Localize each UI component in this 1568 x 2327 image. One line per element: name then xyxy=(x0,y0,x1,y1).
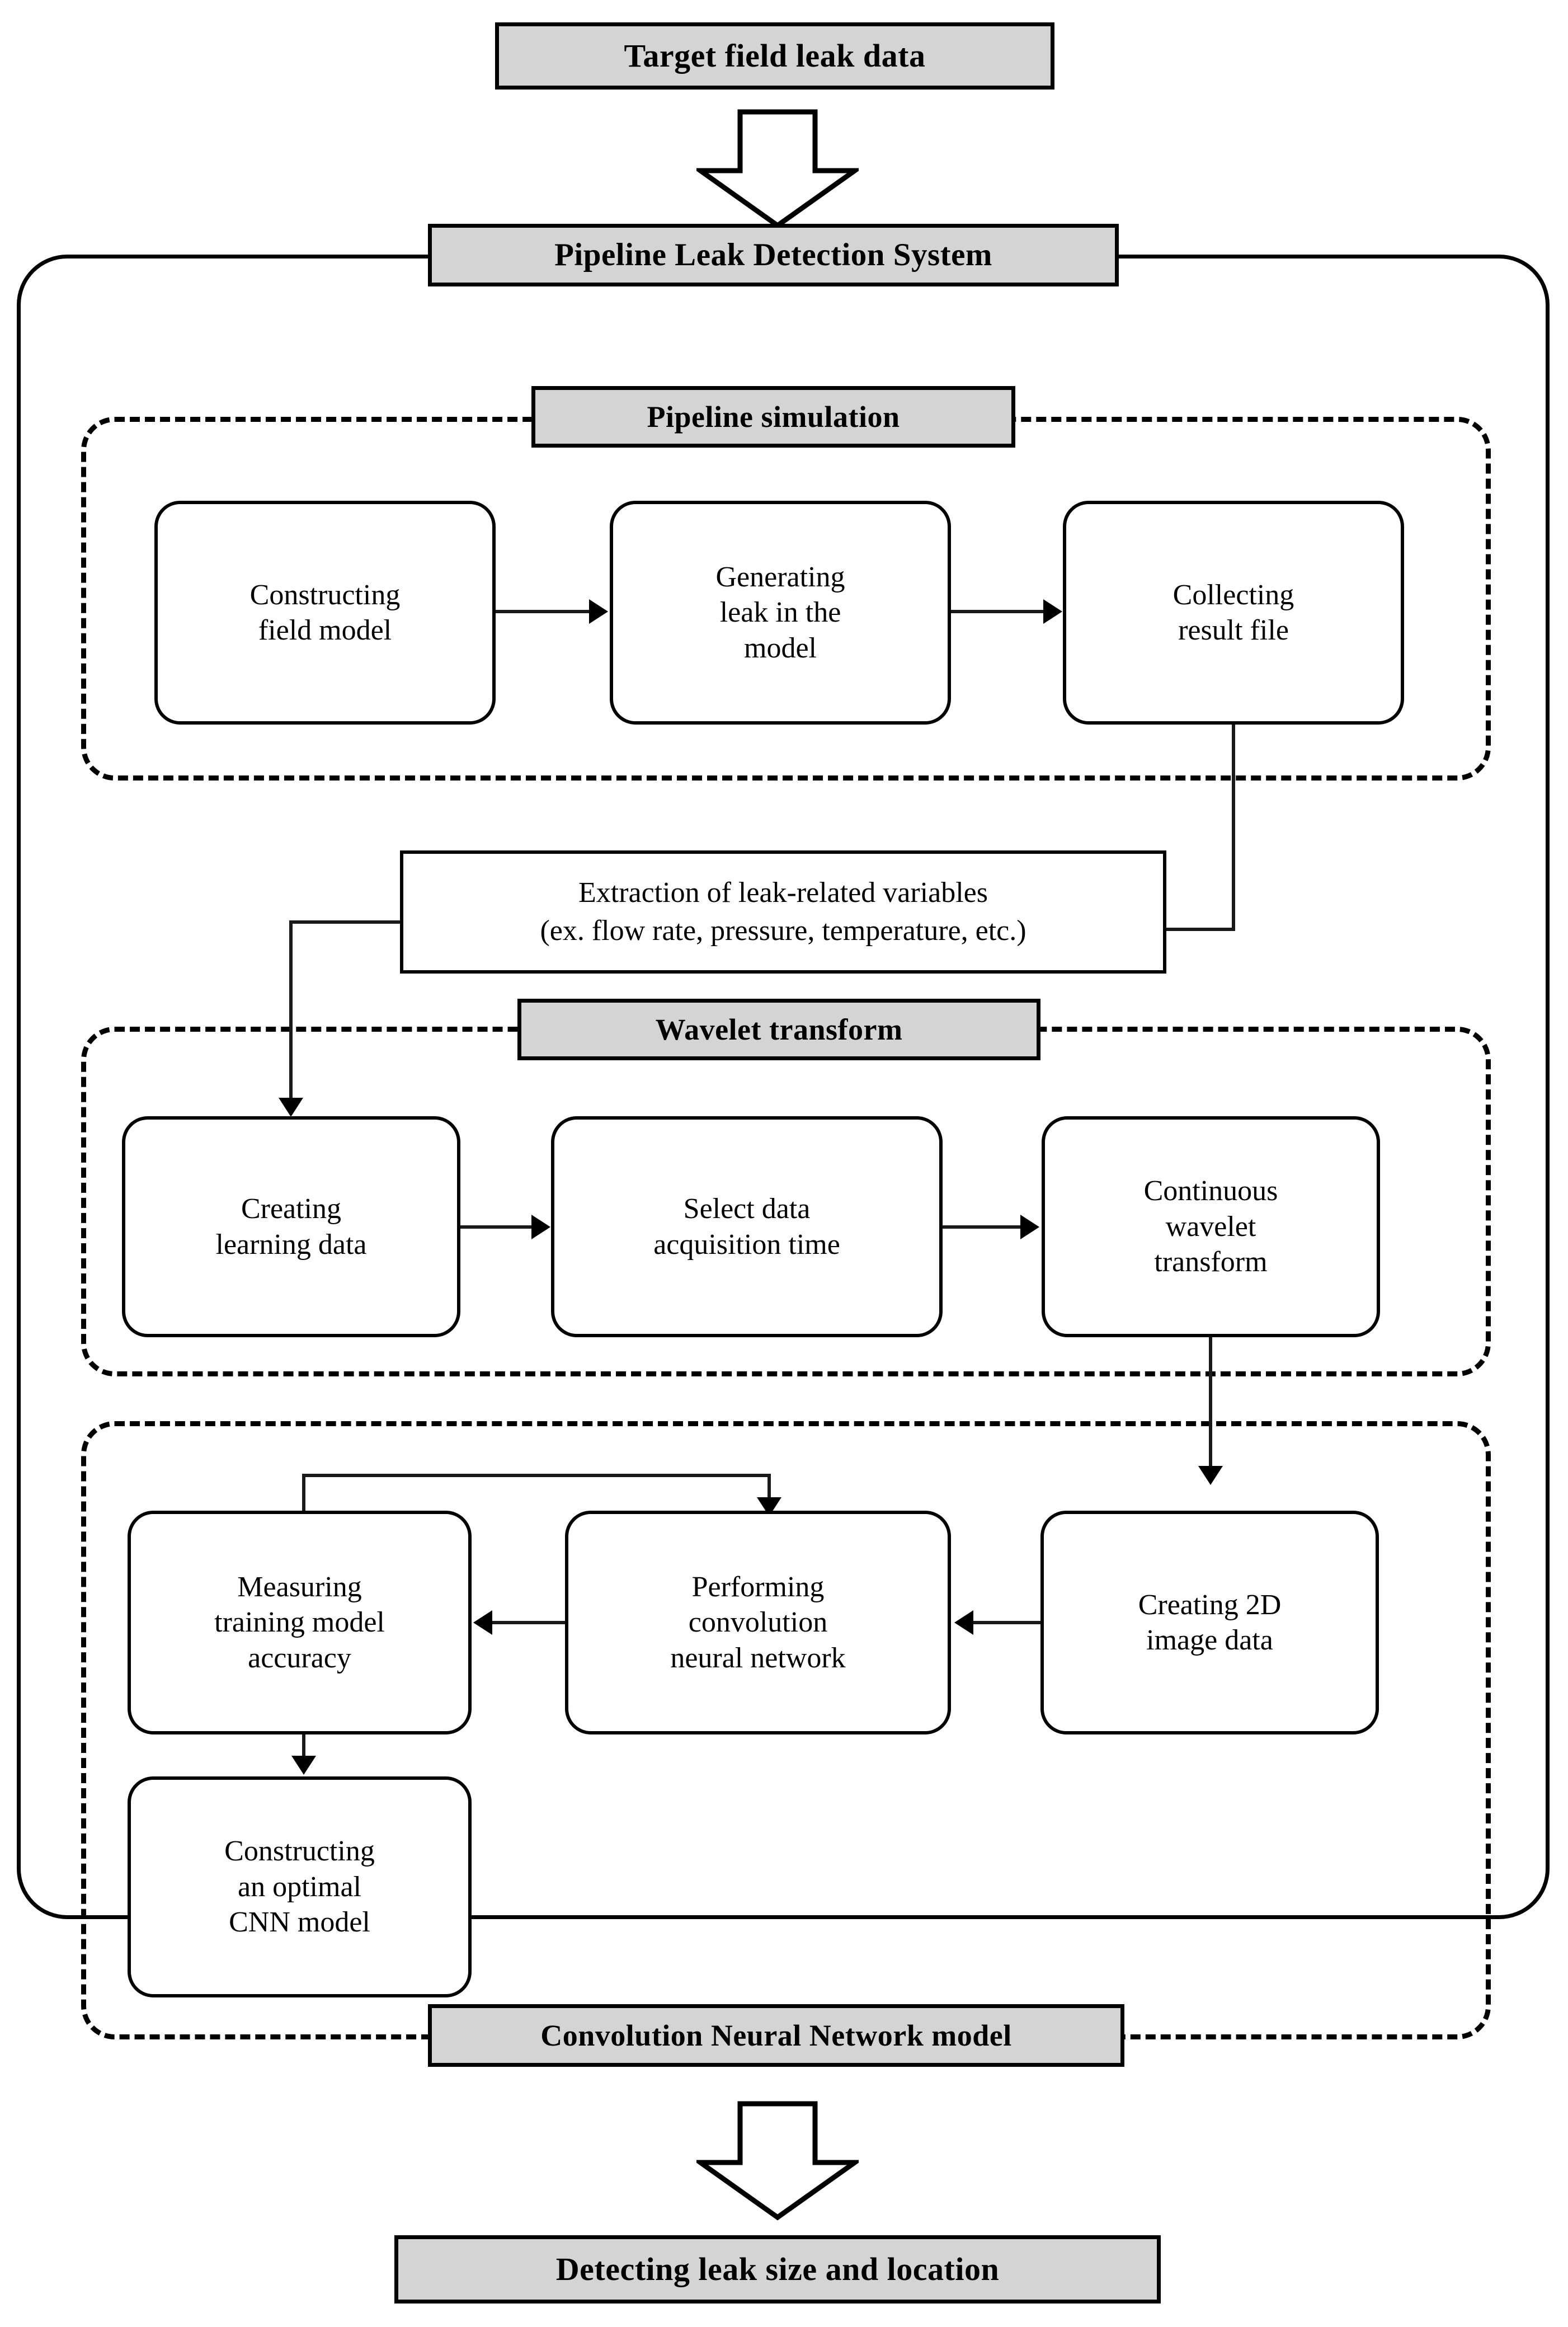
step-continuous-wavelet-transform-label: Continuous wavelet transform xyxy=(1143,1175,1278,1278)
arrowhead-measuring-to-optimal xyxy=(291,1756,316,1775)
input-terminal-label: Target field leak data xyxy=(624,37,926,74)
step-generating-leak-label: Generating leak in the model xyxy=(715,561,845,664)
arrowhead-cwt-to-2d xyxy=(1198,1466,1223,1485)
arrowhead-learning-to-select xyxy=(531,1215,550,1239)
extraction-of-variables-label: Extraction of leak-related variables (ex… xyxy=(540,877,1027,947)
connector-select-to-cwt xyxy=(943,1225,1022,1229)
step-performing-cnn[interactable]: Performing convolution neural network xyxy=(565,1511,951,1734)
step-select-acquisition-time[interactable]: Select data acquisition time xyxy=(551,1116,943,1337)
arrowhead-constructing-to-generating xyxy=(589,599,608,624)
arrowhead-generating-to-collecting xyxy=(1043,599,1062,624)
arrowhead-2d-to-performing xyxy=(954,1610,973,1635)
connector-cwt-to-2d-vertical xyxy=(1209,1336,1212,1475)
step-constructing-field-model[interactable]: Constructing field model xyxy=(154,501,496,725)
step-select-acquisition-time-label: Select data acquisition time xyxy=(653,1193,840,1261)
step-constructing-field-model-label: Constructing field model xyxy=(249,579,401,646)
connector-2d-to-performing xyxy=(973,1621,1042,1624)
arrowhead-select-to-cwt xyxy=(1020,1215,1039,1239)
wavelet-transform-header-label: Wavelet transform xyxy=(655,1012,903,1046)
step-creating-2d-image-data-label: Creating 2D image data xyxy=(1138,1588,1282,1656)
step-measuring-accuracy-label: Measuring training model accuracy xyxy=(214,1571,385,1674)
arrowhead-performing-to-measuring xyxy=(473,1610,492,1635)
output-terminal-label: Detecting leak size and location xyxy=(555,2250,1000,2287)
system-header-box[interactable]: Pipeline Leak Detection System xyxy=(428,224,1119,286)
connector-generating-to-collecting xyxy=(951,610,1045,613)
step-creating-learning-data[interactable]: Creating learning data xyxy=(122,1116,460,1337)
step-constructing-optimal-cnn-label: Constructing an optimal CNN model xyxy=(224,1835,375,1939)
step-measuring-accuracy[interactable]: Measuring training model accuracy xyxy=(128,1511,472,1734)
step-collecting-result-file-label: Collecting result file xyxy=(1173,579,1294,646)
connector-performing-to-measuring xyxy=(492,1621,565,1624)
connector-feedback-left-vertical xyxy=(302,1474,305,1513)
connector-collecting-to-extraction-vertical xyxy=(1232,723,1235,931)
step-performing-cnn-label: Performing convolution neural network xyxy=(670,1571,846,1674)
connector-feedback-right-vertical xyxy=(767,1474,771,1507)
arrowhead-extraction-to-learning xyxy=(279,1098,303,1117)
output-terminal-box[interactable]: Detecting leak size and location xyxy=(394,2235,1161,2304)
step-creating-2d-image-data[interactable]: Creating 2D image data xyxy=(1040,1511,1379,1734)
connector-collecting-to-extraction-horizontal xyxy=(1165,928,1235,931)
step-collecting-result-file[interactable]: Collecting result file xyxy=(1063,501,1404,725)
connector-extraction-to-learning-horizontal xyxy=(289,920,403,924)
cnn-model-header-label: Convolution Neural Network model xyxy=(540,2018,1012,2052)
input-terminal-box[interactable]: Target field leak data xyxy=(495,22,1054,90)
connector-measuring-to-optimal-vertical xyxy=(302,1734,305,1764)
connector-learning-to-select xyxy=(460,1225,533,1229)
connector-constructing-to-generating xyxy=(496,610,591,613)
connector-extraction-to-learning-vertical xyxy=(289,920,293,1108)
system-header-label: Pipeline Leak Detection System xyxy=(554,237,992,273)
pipeline-simulation-header-label: Pipeline simulation xyxy=(647,399,900,434)
wavelet-transform-header-box[interactable]: Wavelet transform xyxy=(517,999,1040,1060)
pipeline-simulation-header-box[interactable]: Pipeline simulation xyxy=(531,386,1015,448)
block-arrow-input-to-system xyxy=(696,109,859,229)
block-arrow-system-to-output xyxy=(696,2101,859,2221)
step-continuous-wavelet-transform[interactable]: Continuous wavelet transform xyxy=(1042,1116,1380,1337)
step-constructing-optimal-cnn[interactable]: Constructing an optimal CNN model xyxy=(128,1776,472,1997)
connector-feedback-horizontal xyxy=(302,1474,771,1477)
step-creating-learning-data-label: Creating learning data xyxy=(215,1193,367,1261)
step-generating-leak[interactable]: Generating leak in the model xyxy=(610,501,951,725)
cnn-model-header-box[interactable]: Convolution Neural Network model xyxy=(428,2004,1124,2067)
extraction-of-variables-box[interactable]: Extraction of leak-related variables (ex… xyxy=(400,850,1166,974)
